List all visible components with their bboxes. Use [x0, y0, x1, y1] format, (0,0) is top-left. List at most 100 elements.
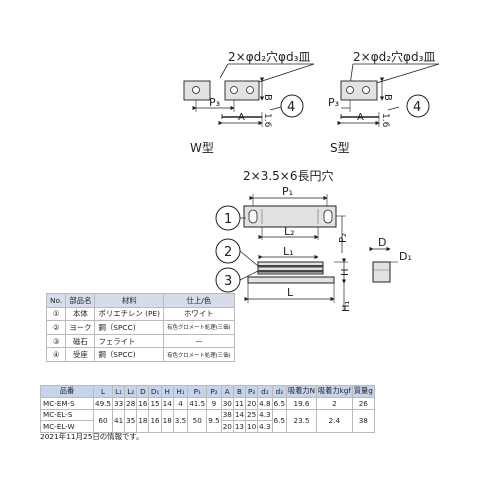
- header-cell: B: [232, 385, 247, 398]
- table-row: MC-EM-S 49.5 33 28 16 15 14 4 41.5 9 30 …: [40, 396, 375, 410]
- cell: 2.4: [315, 408, 353, 434]
- parts-table-header: No. 部品名 材料 仕上/色: [45, 293, 235, 308]
- cell: 49.5: [92, 396, 114, 410]
- header-cell: D₁: [148, 385, 162, 398]
- cell: 16: [136, 396, 150, 410]
- cell: 35: [124, 408, 138, 434]
- cell: 23.5: [286, 408, 317, 434]
- cell: 有色クロメート処理(三価): [163, 320, 235, 335]
- w-type-label: W型: [190, 141, 214, 155]
- p3-label-left: P₃: [209, 96, 220, 109]
- header-cell: H₁: [172, 385, 189, 398]
- cell: 4.3: [257, 408, 273, 422]
- b-label-left: B: [262, 94, 273, 101]
- cell: 50: [187, 408, 208, 434]
- header-cell: P₃: [244, 385, 259, 398]
- header-cell: d₃: [271, 385, 288, 398]
- cell: 本体: [65, 306, 96, 322]
- cell: 20: [220, 420, 234, 434]
- a-label-left: A: [238, 112, 245, 123]
- p1-label: P₁: [282, 185, 293, 198]
- cell: ①: [45, 306, 67, 322]
- table-row: ④ 受座 鋼（SPCC) 有色クロメート処理(三価): [45, 347, 235, 362]
- cell: 9.5: [206, 408, 222, 434]
- magnetic-catch-drawing: 2×3.5×6長円穴 P₁ L₂ P₂ L₁ H: [215, 168, 412, 312]
- cell: 10: [244, 420, 259, 434]
- w-type-bracket-drawing: 2×φd₂穴φd₃皿 B P₃ A 1.6 4 W型: [183, 49, 315, 155]
- spec-table-header: 品番 L L₁ L₂ D D₁ H H₁ P₁ P₂ A B P₃ d₂ d₃ …: [40, 385, 375, 398]
- d1-label: D₁: [399, 250, 412, 263]
- l1-label: L₁: [283, 245, 294, 258]
- s-type-label: S型: [330, 141, 350, 155]
- callout-4-right: 4: [413, 100, 421, 115]
- cell: 14: [232, 408, 247, 422]
- cell: 磁石: [65, 333, 96, 349]
- header-cell: L₁: [112, 385, 126, 398]
- cell: 6.5: [271, 396, 288, 410]
- cell: ②: [45, 320, 67, 335]
- cell: 9: [206, 396, 222, 410]
- cell: 鋼（SPCC): [94, 347, 165, 362]
- cell: 4: [172, 396, 189, 410]
- header-cell: L: [92, 385, 114, 398]
- h1-label: H₁: [341, 300, 352, 312]
- header-cell: A: [220, 385, 234, 398]
- cell: ③: [45, 333, 67, 349]
- table-row: MC-EL-S 60 41 35 18 16 18 3.5 50 9.5 38 …: [40, 408, 375, 434]
- cell: 有色クロメート処理(三価): [163, 347, 235, 362]
- p2-label: P₂: [338, 233, 349, 243]
- cell: 11: [232, 396, 247, 410]
- cell: 33: [112, 396, 126, 410]
- table-row: ② ヨーク 鋼（SPCC) 有色クロメート処理(三価): [45, 320, 235, 335]
- cell: 38: [220, 408, 234, 422]
- d-label: D: [378, 236, 386, 249]
- info-date-note: 2021年11月25日の情報です。: [40, 432, 144, 441]
- cell: 鋼（SPCC): [94, 320, 165, 335]
- l-label: L: [287, 286, 294, 299]
- cell: 30: [220, 396, 234, 410]
- hole-note-right: 2×φd₂穴φd₃皿: [353, 49, 435, 64]
- l2-label: L₂: [284, 225, 295, 238]
- cell: 15: [148, 396, 162, 410]
- parts-header-no: No.: [45, 293, 67, 308]
- header-cell: 質量g: [351, 385, 375, 398]
- table-row: ③ 磁石 フェライト —: [45, 333, 235, 349]
- dim-1.6-left: 1.6: [262, 113, 272, 128]
- cell: 38: [351, 408, 375, 434]
- table-row: MC-EL-W 20 13 10 4.3: [40, 420, 375, 434]
- header-cell: 吸着力kgf: [315, 385, 353, 398]
- header-cell: d₂: [257, 385, 273, 398]
- cell: ④: [45, 347, 67, 362]
- cell: —: [163, 333, 235, 349]
- cell: 18: [136, 408, 150, 434]
- cell: 26: [351, 396, 375, 410]
- callout-2: 2: [224, 245, 232, 260]
- spec-table: 品番 L L₁ L₂ D D₁ H H₁ P₁ P₂ A B P₃ d₂ d₃ …: [40, 385, 375, 434]
- cell: 2: [315, 396, 353, 410]
- header-cell: 吸着力N: [286, 385, 317, 398]
- p3-label-right: P₃: [328, 96, 339, 109]
- parts-table: No. 部品名 材料 仕上/色 ① 本体 ポリエチレン (PE) ホワイト ② …: [45, 293, 235, 362]
- dim-1.6-right: 1.6: [380, 113, 390, 128]
- parts-header-name: 部品名: [65, 293, 96, 308]
- s-type-bracket-drawing: 2×φd₂穴φd₃皿 B P₃ A 1.6 4 S型: [328, 49, 440, 155]
- cell: 14: [160, 396, 174, 410]
- cell: 60: [92, 408, 114, 434]
- cell: 6.5: [271, 408, 288, 434]
- cell: ホワイト: [163, 306, 235, 322]
- cell: 25: [244, 408, 259, 422]
- header-cell: 品番: [40, 385, 94, 398]
- header-cell: H: [160, 385, 174, 398]
- parts-header-finish: 仕上/色: [163, 293, 235, 308]
- cell: 28: [124, 396, 138, 410]
- callout-4-left: 4: [287, 100, 295, 115]
- cell: MC-EM-S: [40, 396, 94, 410]
- callout-1: 1: [224, 212, 232, 227]
- slot-note: 2×3.5×6長円穴: [243, 168, 333, 183]
- header-cell: L₂: [124, 385, 138, 398]
- cell: 3.5: [172, 408, 189, 434]
- parts-header-material: 材料: [94, 293, 165, 308]
- b-label-right: B: [382, 94, 393, 101]
- cell: ポリエチレン (PE): [94, 306, 165, 322]
